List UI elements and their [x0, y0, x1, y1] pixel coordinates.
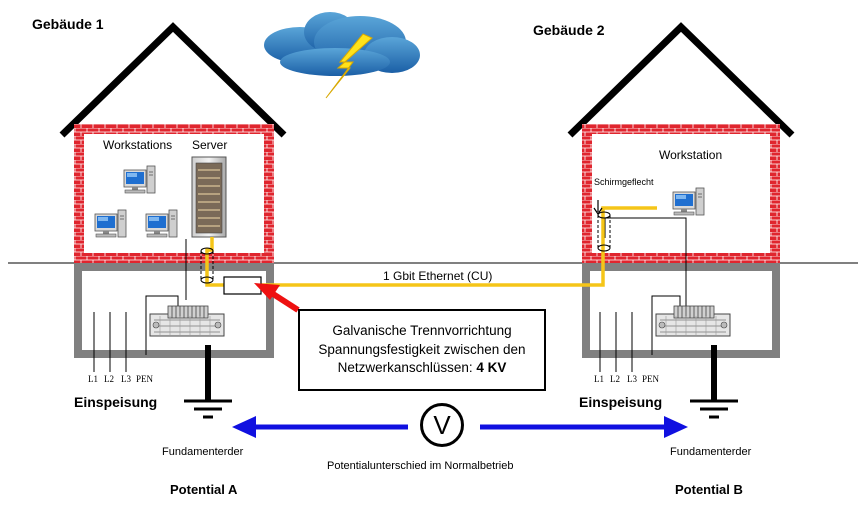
callout-voltage: 4 KV — [476, 360, 507, 376]
phase-label-l3: L3 — [627, 374, 637, 384]
workstation-icon — [672, 187, 705, 216]
power-wiring — [93, 217, 687, 372]
workstation-icon — [145, 209, 178, 238]
voltmeter-icon: V — [420, 403, 464, 447]
building-1 — [59, 22, 287, 358]
schirmgeflecht-pointer — [593, 200, 603, 216]
phase-label-l2: L2 — [104, 374, 114, 384]
workstations-label: Workstations — [103, 138, 173, 152]
isolation-callout: Galvanische Trennvorrichtung Spannungsfe… — [298, 309, 546, 391]
building-2-title: Gebäude 2 — [533, 22, 605, 38]
building-2 — [567, 22, 795, 358]
potential-b-label: Potential B — [675, 482, 743, 497]
roof-1 — [59, 22, 287, 138]
schirmgeflecht-label: Schirmgeflecht — [594, 177, 654, 187]
isolator-icon — [223, 276, 262, 295]
fundamenterder-label-1: Fundamenterder — [162, 446, 244, 458]
server-label: Server — [192, 138, 228, 152]
fundamenterder-label-2: Fundamenterder — [670, 446, 752, 458]
potential-arrows — [232, 416, 688, 438]
phase-label-pen: PEN — [642, 374, 660, 384]
callout-line-3-prefix: Netzwerkanschlüssen: — [337, 360, 477, 376]
lightning-cloud-icon — [264, 12, 420, 99]
phase-label-l3: L3 — [121, 374, 131, 384]
potential-a-label: Potential A — [170, 482, 238, 497]
server-rack-icon — [191, 156, 227, 238]
phase-label-pen: PEN — [136, 374, 154, 384]
phase-label-l1: L1 — [88, 374, 98, 384]
building-1-title: Gebäude 1 — [32, 16, 104, 32]
callout-line-3: Netzwerkanschlüssen: 4 KV — [338, 359, 507, 378]
distribution-board-icon — [655, 305, 731, 337]
workstation-icon — [123, 165, 156, 194]
callout-arrow — [254, 283, 300, 313]
callout-line-2: Spannungsfestigkeit zwischen den — [318, 341, 526, 357]
workstation-label: Workstation — [659, 148, 723, 162]
cable-label: 1 Gbit Ethernet (CU) — [383, 269, 493, 283]
ethernet-cable — [205, 206, 657, 287]
distribution-board-icon — [149, 305, 225, 337]
voltmeter-symbol: V — [433, 409, 451, 440]
roof-2 — [567, 22, 795, 138]
einspeisung-label-2: Einspeisung — [579, 394, 663, 410]
callout-line-1: Galvanische Trennvorrichtung — [332, 322, 512, 338]
einspeisung-label-1: Einspeisung — [74, 394, 158, 410]
potential-difference-label: Potentialunterschied im Normalbetrieb — [327, 460, 514, 472]
phase-label-l1: L1 — [594, 374, 604, 384]
workstation-icon — [94, 209, 127, 238]
phase-label-l2: L2 — [610, 374, 620, 384]
